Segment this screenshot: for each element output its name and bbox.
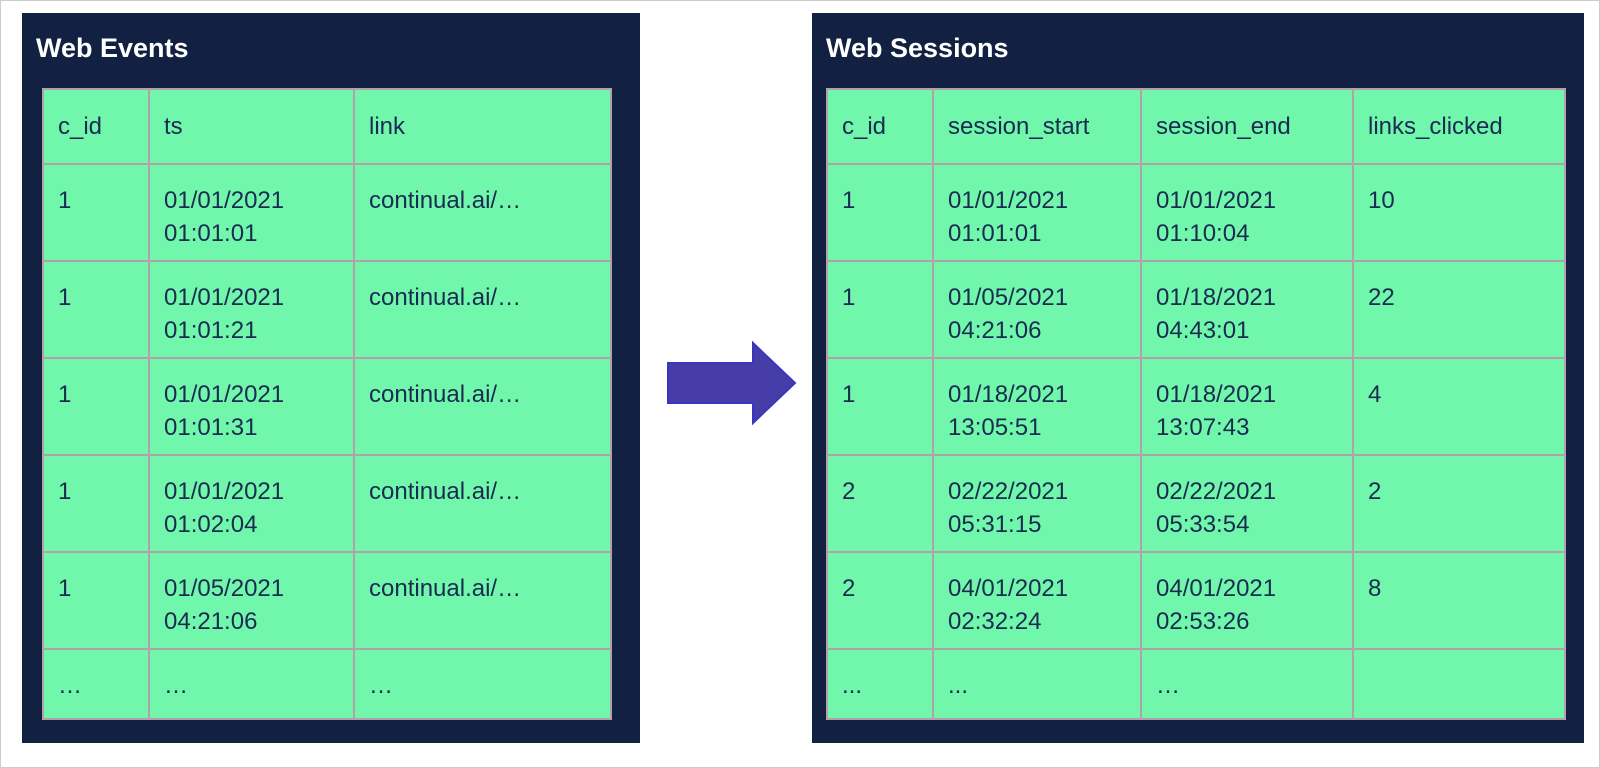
table-cell: 01/01/2021 01:01:21 <box>148 260 355 359</box>
table-cell: 01/01/2021 01:10:04 <box>1140 163 1354 262</box>
table-cell: 1 <box>42 551 150 650</box>
table-cell: 1 <box>42 163 150 262</box>
table-cell: 1 <box>42 357 150 456</box>
table-cell: 01/05/2021 04:21:06 <box>148 551 355 650</box>
table-cell: 10 <box>1352 163 1566 262</box>
table-row: 1 01/01/2021 01:01:31 continual.ai/… <box>42 357 612 456</box>
table-cell: 01/18/2021 04:43:01 <box>1140 260 1354 359</box>
table-cell: 01/01/2021 01:01:01 <box>932 163 1142 262</box>
table-row: 1 01/01/2021 01:01:01 01/01/2021 01:10:0… <box>826 163 1566 262</box>
transform-arrow <box>666 340 798 426</box>
table-cell: 01/01/2021 01:01:01 <box>148 163 355 262</box>
table-cell: 4 <box>1352 357 1566 456</box>
web-events-table: c_id ts link 1 01/01/2021 01:01:01 conti… <box>42 88 612 720</box>
table-cell: … <box>1140 648 1354 720</box>
table-cell: 1 <box>42 260 150 359</box>
table-cell: 8 <box>1352 551 1566 650</box>
right-block-arrow-icon <box>667 340 797 426</box>
table-row: 2 02/22/2021 05:31:15 02/22/2021 05:33:5… <box>826 454 1566 553</box>
table-cell: 2 <box>826 454 934 553</box>
table-cell: 22 <box>1352 260 1566 359</box>
table-cell: … <box>353 648 612 720</box>
table-cell: 04/01/2021 02:32:24 <box>932 551 1142 650</box>
table-cell: continual.ai/… <box>353 454 612 553</box>
header-cell-links-clicked: links_clicked <box>1352 88 1566 165</box>
table-cell: 1 <box>826 163 934 262</box>
web-sessions-panel: Web Sessions c_id session_start session_… <box>812 13 1584 743</box>
table-row: 1 01/18/2021 13:05:51 01/18/2021 13:07:4… <box>826 357 1566 456</box>
table-cell: 1 <box>826 260 934 359</box>
table-cell <box>1352 648 1566 720</box>
table-cell: … <box>42 648 150 720</box>
table-cell: ... <box>826 648 934 720</box>
table-cell: continual.ai/… <box>353 260 612 359</box>
table-cell: 2 <box>826 551 934 650</box>
table-cell: 02/22/2021 05:33:54 <box>1140 454 1354 553</box>
table-cell: … <box>148 648 355 720</box>
table-cell: continual.ai/… <box>353 551 612 650</box>
table-row-ellipsis: … … … <box>42 648 612 720</box>
header-row: c_id ts link <box>42 88 612 165</box>
table-cell: 01/18/2021 13:05:51 <box>932 357 1142 456</box>
table-cell: ... <box>932 648 1142 720</box>
table-row: 2 04/01/2021 02:32:24 04/01/2021 02:53:2… <box>826 551 1566 650</box>
header-cell-ts: ts <box>148 88 355 165</box>
header-cell-c-id: c_id <box>42 88 150 165</box>
table-row: 1 01/05/2021 04:21:06 continual.ai/… <box>42 551 612 650</box>
header-cell-link: link <box>353 88 612 165</box>
table-cell: 02/22/2021 05:31:15 <box>932 454 1142 553</box>
table-cell: continual.ai/… <box>353 357 612 456</box>
table-cell: 1 <box>42 454 150 553</box>
table-cell: 04/01/2021 02:53:26 <box>1140 551 1354 650</box>
table-cell: 01/01/2021 01:01:31 <box>148 357 355 456</box>
table-cell: 01/01/2021 01:02:04 <box>148 454 355 553</box>
table-row: 1 01/05/2021 04:21:06 01/18/2021 04:43:0… <box>826 260 1566 359</box>
web-sessions-title: Web Sessions <box>826 33 1009 63</box>
header-row: c_id session_start session_end links_cli… <box>826 88 1566 165</box>
header-cell-c-id: c_id <box>826 88 934 165</box>
table-cell: 1 <box>826 357 934 456</box>
header-cell-session-end: session_end <box>1140 88 1354 165</box>
table-row: 1 01/01/2021 01:01:21 continual.ai/… <box>42 260 612 359</box>
web-events-panel: Web Events c_id ts link 1 01/01/2021 01:… <box>22 13 640 743</box>
table-row-ellipsis: ... ... … <box>826 648 1566 720</box>
table-cell: 01/05/2021 04:21:06 <box>932 260 1142 359</box>
table-row: 1 01/01/2021 01:01:01 continual.ai/… <box>42 163 612 262</box>
table-cell: 2 <box>1352 454 1566 553</box>
table-cell: continual.ai/… <box>353 163 612 262</box>
header-cell-session-start: session_start <box>932 88 1142 165</box>
table-row: 1 01/01/2021 01:02:04 continual.ai/… <box>42 454 612 553</box>
web-sessions-table: c_id session_start session_end links_cli… <box>826 88 1566 720</box>
table-cell: 01/18/2021 13:07:43 <box>1140 357 1354 456</box>
web-events-title: Web Events <box>36 33 189 63</box>
